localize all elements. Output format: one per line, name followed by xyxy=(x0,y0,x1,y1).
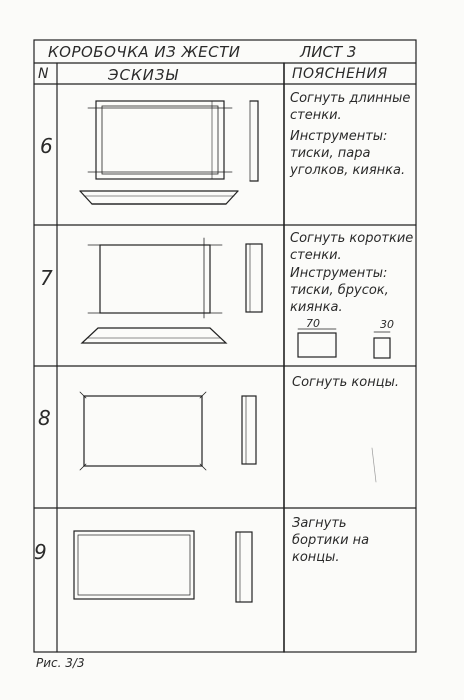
sketch-row-8 xyxy=(79,391,377,483)
row-8-note: Согнуть концы. xyxy=(292,375,399,390)
document-title: КОРОБОЧКА ИЗ ЖЕСТИ xyxy=(48,43,241,61)
row-7-tools: Инструменты: тиски, брусок, киянка. xyxy=(290,266,389,315)
sketch-row-6 xyxy=(79,100,259,205)
row-7-note: Согнуть короткие стенки. xyxy=(290,231,414,263)
table-frame xyxy=(33,39,417,653)
row-9-note: Загнуть бортики на концы. xyxy=(292,516,370,565)
sketch-row-9 xyxy=(73,530,253,603)
row-number-6: 6 xyxy=(40,134,53,158)
column-header-sketches: ЭСКИЗЫ xyxy=(108,66,179,84)
row-number-7: 7 xyxy=(40,266,53,290)
dimension-30: 30 xyxy=(380,318,394,331)
column-header-number: N xyxy=(38,66,49,82)
row-number-8: 8 xyxy=(38,406,51,430)
row-6-note: Согнуть длинные стенки. xyxy=(290,91,411,123)
figure-caption: Рис. 3/3 xyxy=(36,656,85,670)
row-number-9: 9 xyxy=(34,540,47,564)
dimension-70: 70 xyxy=(306,317,320,330)
pencil-mark xyxy=(371,447,377,483)
column-header-notes: ПОЯСНЕНИЯ xyxy=(292,66,388,82)
row-6-tools: Инструменты: тиски, пара уголков, киянка… xyxy=(290,129,406,178)
sketch-row-7 xyxy=(80,237,391,359)
sheet-number: ЛИСТ 3 xyxy=(300,43,357,61)
